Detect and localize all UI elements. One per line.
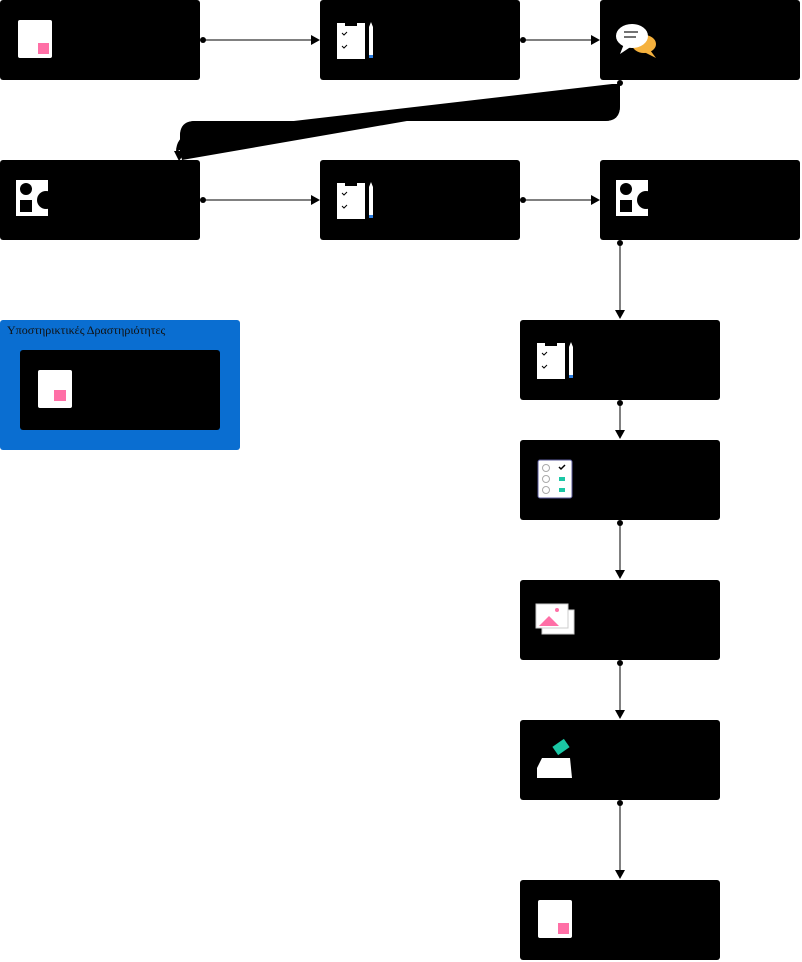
node-n1[interactable] <box>0 0 200 80</box>
arrowhead-n2 <box>311 35 320 45</box>
edge-dot-n9 <box>617 660 623 666</box>
arrowhead-n6 <box>591 195 600 205</box>
edge-n3-n4 <box>176 84 620 152</box>
group-title: Υποστηρικτικές Δραστηριότητες <box>7 323 166 337</box>
node-g1[interactable] <box>20 350 220 430</box>
node-n5[interactable] <box>320 160 520 240</box>
node-n8[interactable] <box>520 440 720 520</box>
node-n10[interactable] <box>520 720 720 800</box>
shapes-icon <box>14 178 58 222</box>
image-gallery-icon <box>534 598 578 642</box>
edge-dot-n4 <box>200 197 206 203</box>
node-n6[interactable] <box>600 160 800 240</box>
arrowhead-n11 <box>615 870 625 879</box>
document-icon <box>534 898 578 942</box>
arrowhead-n9 <box>615 570 625 579</box>
edge-dot-n2 <box>520 37 526 43</box>
clipboard-pencil-icon <box>334 18 378 62</box>
node-n9[interactable] <box>520 580 720 660</box>
node-n2[interactable] <box>320 0 520 80</box>
shapes-icon <box>614 178 658 222</box>
arrowhead-n3 <box>591 35 600 45</box>
clipboard-pencil-icon <box>534 338 578 382</box>
arrowhead-n5 <box>311 195 320 205</box>
node-n4[interactable] <box>0 160 200 240</box>
document-icon <box>14 18 58 62</box>
arrowhead-n8 <box>615 430 625 439</box>
edge-dot-n3 <box>617 80 623 86</box>
arrowhead-n7 <box>615 310 625 319</box>
edge-dot-n10 <box>617 800 623 806</box>
checklist-icon <box>534 458 578 502</box>
edge-dot-n6 <box>617 240 623 246</box>
node-n7[interactable] <box>520 320 720 400</box>
ballot-box-icon <box>534 738 578 782</box>
node-n3[interactable] <box>600 0 800 80</box>
edge-n3-n4-band <box>180 82 620 160</box>
edge-dot-n8 <box>617 520 623 526</box>
clipboard-pencil-icon <box>334 178 378 222</box>
arrowhead-n10 <box>615 710 625 719</box>
edge-dot-n7 <box>617 400 623 406</box>
node-n11[interactable] <box>520 880 720 960</box>
edge-dot-n1 <box>200 37 206 43</box>
document-icon <box>34 368 78 412</box>
support-activities-group[interactable]: Υποστηρικτικές Δραστηριότητες <box>0 320 240 450</box>
edge-dot-n5 <box>520 197 526 203</box>
chat-bubbles-icon <box>614 18 658 62</box>
